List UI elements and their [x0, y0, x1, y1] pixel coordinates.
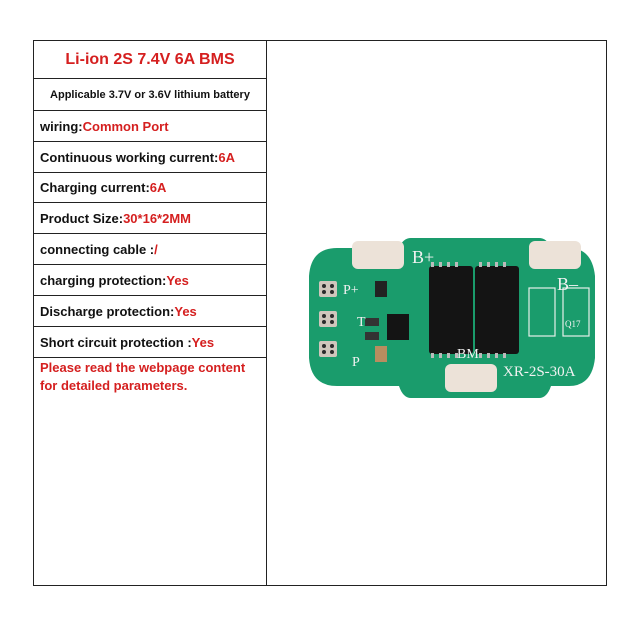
pcb-board: B+ B– P+ T P BM XR-2S-30A Q17: [309, 238, 595, 398]
p-plus-label: P+: [343, 283, 359, 298]
b-minus-label: B–: [557, 274, 579, 294]
parameters-note: Please read the webpage content for deta…: [40, 360, 246, 393]
spec-value: Yes: [166, 272, 189, 288]
resistor-1: [365, 318, 379, 326]
spec-row-product-size: Product Size:30*16*2MM: [34, 203, 266, 234]
product-spec-sheet: Li-ion 2S 7.4V 6A BMS Applicable 3.7V or…: [33, 40, 607, 586]
cap-2: [375, 346, 387, 362]
spec-row-charging-protection: charging protection: Yes: [34, 265, 266, 296]
applicable-battery-text: Applicable 3.7V or 3.6V lithium battery: [34, 79, 266, 111]
spec-row-connecting-cable: connecting cable :/: [34, 234, 266, 265]
spec-value: 6A: [149, 180, 167, 195]
spec-row-short-circuit-protection: Short circuit protection :Yes: [34, 327, 266, 358]
spec-label: Continuous working current:: [40, 149, 219, 165]
spec-value: /: [154, 241, 158, 257]
b-minus-top-pad: [529, 241, 581, 269]
spec-row-charging-current: Charging current:6A: [34, 173, 266, 203]
spec-label: Product Size:: [40, 210, 124, 226]
spec-row-wiring: wiring:Common Port: [34, 111, 266, 142]
bm-label: BM: [457, 347, 479, 362]
bottom-pad: [445, 364, 497, 392]
spec-row-discharge-protection: Discharge protection: Yes: [34, 296, 266, 327]
spec-row-continuous-current: Continuous working current:6A: [34, 142, 266, 173]
bms-board-image: B+ B– P+ T P BM XR-2S-30A Q17: [307, 236, 597, 401]
empty-footprints: [528, 287, 590, 337]
spec-value: Common Port: [82, 118, 169, 134]
spec-value: 6A: [218, 149, 236, 165]
spec-value: Yes: [174, 303, 197, 319]
spec-label: Short circuit protection :: [40, 334, 192, 350]
product-image-panel: B+ B– P+ T P BM XR-2S-30A Q17: [267, 41, 607, 585]
spec-value: Yes: [191, 334, 215, 350]
spec-value: 30*16*2MM: [123, 210, 192, 226]
b-plus-label: B+: [412, 247, 434, 267]
cap-1: [375, 281, 387, 297]
spec-label: connecting cable :: [40, 241, 155, 257]
chip-code-label: Q17: [565, 319, 581, 329]
b-plus-top-pad: [352, 241, 404, 269]
spec-label: wiring:: [40, 118, 83, 134]
spec-label: Charging current:: [40, 180, 150, 195]
product-title: Li-ion 2S 7.4V 6A BMS: [34, 41, 266, 79]
mosfet-chips: [429, 266, 519, 354]
spec-label: charging protection:: [40, 272, 167, 288]
p-minus-label: P: [352, 355, 360, 370]
spec-label: Discharge protection:: [40, 303, 175, 319]
wire-pads: [319, 281, 337, 357]
spec-table: Li-ion 2S 7.4V 6A BMS Applicable 3.7V or…: [34, 41, 267, 585]
model-label: XR-2S-30A: [503, 364, 576, 380]
protection-ic: [387, 314, 409, 340]
t-label: T: [357, 315, 366, 330]
resistor-2: [365, 332, 379, 340]
